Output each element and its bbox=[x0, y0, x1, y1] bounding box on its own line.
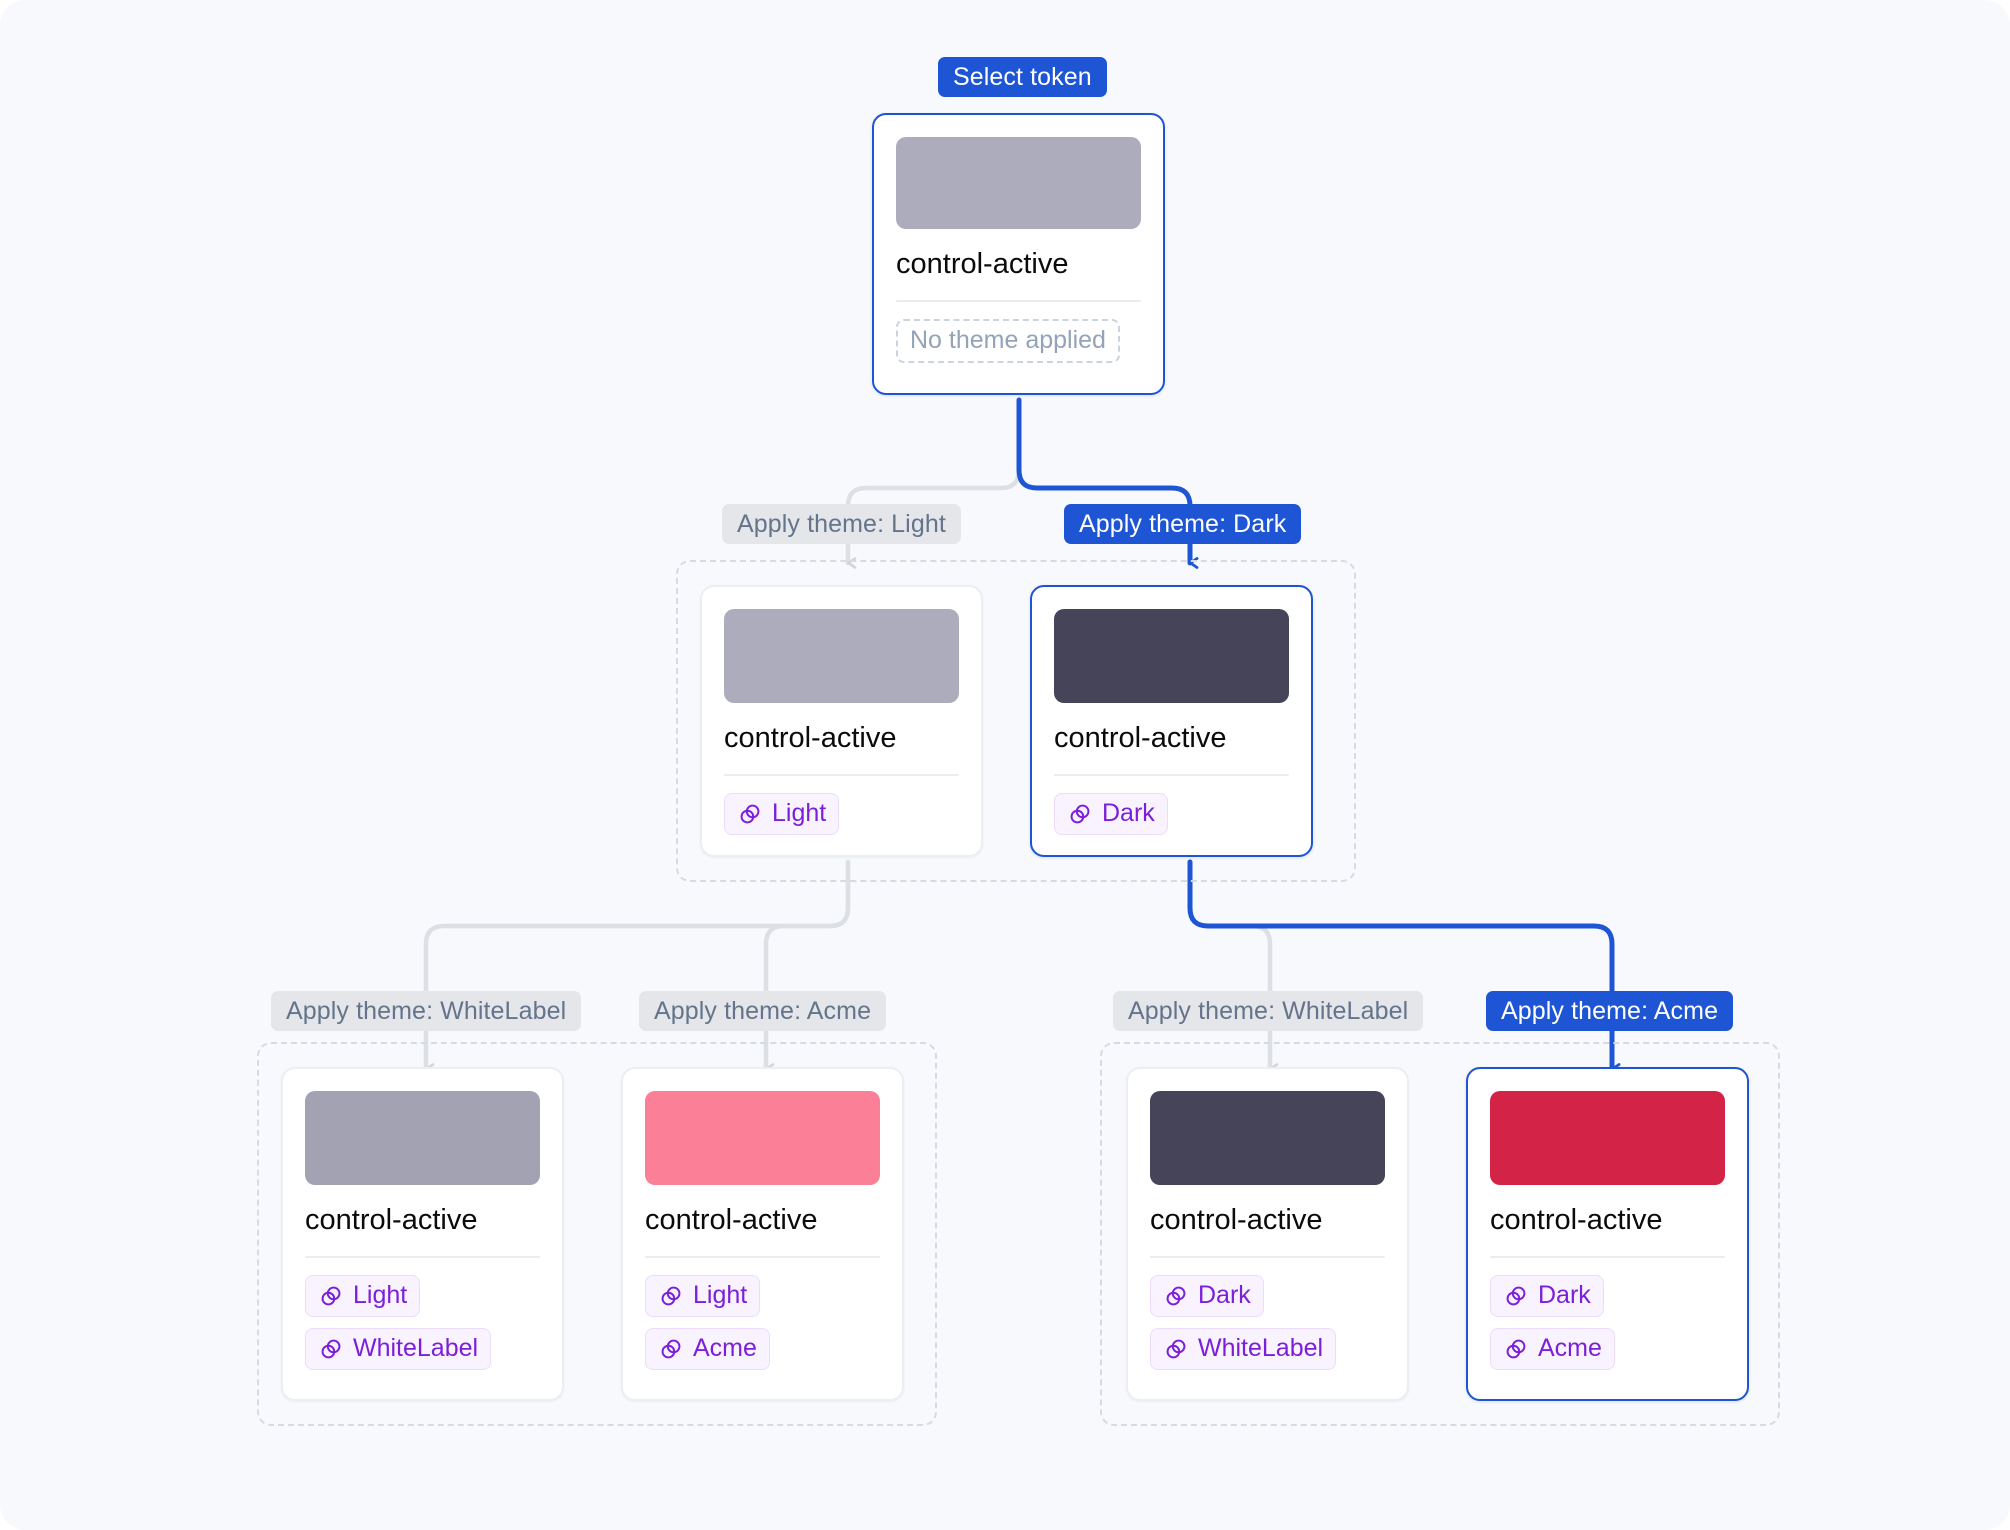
theme-badge-label: Acme bbox=[1538, 1334, 1602, 1363]
edge-dark-to-acme bbox=[1187, 859, 1621, 1075]
color-swatch bbox=[724, 609, 959, 703]
edge-light-to-whitelabel bbox=[423, 859, 851, 1075]
token-card-light[interactable]: control-active Light bbox=[700, 585, 983, 857]
theme-badge-label: Dark bbox=[1538, 1281, 1591, 1310]
action-pill-apply-light[interactable]: Apply theme: Light bbox=[722, 504, 961, 544]
theme-badge-label: Light bbox=[693, 1281, 748, 1310]
overlapping-circles-icon bbox=[661, 1339, 681, 1359]
token-name: control-active bbox=[305, 1204, 478, 1236]
card-divider bbox=[724, 773, 959, 776]
color-swatch bbox=[1490, 1091, 1725, 1185]
overlapping-circles-icon bbox=[661, 1286, 681, 1306]
theme-group-dark-children bbox=[1100, 1042, 1780, 1426]
token-card-dark-whitelabel[interactable]: control-active Dark WhiteLabel bbox=[1126, 1067, 1409, 1401]
card-divider bbox=[896, 299, 1141, 302]
theme-badge-list: Dark bbox=[1054, 792, 1289, 835]
theme-badge-label: Dark bbox=[1102, 799, 1155, 828]
token-name: control-active bbox=[896, 248, 1069, 280]
theme-badge-list: Light WhiteLabel bbox=[305, 1274, 540, 1370]
token-name: control-active bbox=[645, 1204, 818, 1236]
theme-badge[interactable]: Acme bbox=[1490, 1327, 1615, 1370]
color-swatch bbox=[305, 1091, 540, 1185]
theme-badge-label: Dark bbox=[1198, 1281, 1251, 1310]
overlapping-circles-icon bbox=[321, 1339, 341, 1359]
token-card-dark[interactable]: control-active Dark bbox=[1030, 585, 1313, 857]
overlapping-circles-icon bbox=[1506, 1286, 1526, 1306]
card-divider bbox=[1490, 1255, 1725, 1258]
theme-badge[interactable]: Dark bbox=[1490, 1274, 1604, 1317]
theme-badge[interactable]: Dark bbox=[1054, 792, 1168, 835]
token-card-dark-acme[interactable]: control-active Dark Acme bbox=[1466, 1067, 1749, 1401]
token-name: control-active bbox=[1490, 1204, 1663, 1236]
theme-badge[interactable]: Acme bbox=[645, 1327, 770, 1370]
theme-badge[interactable]: Light bbox=[305, 1274, 421, 1317]
card-divider bbox=[1150, 1255, 1385, 1258]
overlapping-circles-icon bbox=[1506, 1339, 1526, 1359]
overlapping-circles-icon bbox=[740, 804, 760, 824]
color-swatch bbox=[1150, 1091, 1385, 1185]
theme-group-light-children bbox=[257, 1042, 937, 1426]
token-card-light-acme[interactable]: control-active Light Acme bbox=[621, 1067, 904, 1401]
token-card-root[interactable]: control-active No theme applied bbox=[872, 113, 1165, 395]
theme-badge-list: No theme applied bbox=[896, 318, 1141, 363]
card-divider bbox=[305, 1255, 540, 1258]
token-name: control-active bbox=[724, 722, 897, 754]
theme-group-light-dark bbox=[676, 560, 1356, 882]
theme-badge-list: Light bbox=[724, 792, 959, 835]
action-pill-light-whitelabel[interactable]: Apply theme: WhiteLabel bbox=[271, 991, 582, 1031]
token-card-light-whitelabel[interactable]: control-active Light WhiteLabel bbox=[281, 1067, 564, 1401]
action-pill-select-token[interactable]: Select token bbox=[938, 57, 1107, 97]
action-pill-dark-acme[interactable]: Apply theme: Acme bbox=[1486, 991, 1734, 1031]
theme-badge-label: WhiteLabel bbox=[1198, 1334, 1324, 1363]
theme-badge[interactable]: WhiteLabel bbox=[1150, 1327, 1337, 1370]
token-name: control-active bbox=[1054, 722, 1227, 754]
color-swatch bbox=[1054, 609, 1289, 703]
edge-dark-to-whitelabel bbox=[1187, 859, 1279, 1075]
card-divider bbox=[1054, 773, 1289, 776]
theme-badge-label: Light bbox=[353, 1281, 408, 1310]
theme-badge[interactable]: Light bbox=[724, 792, 840, 835]
overlapping-circles-icon bbox=[1166, 1286, 1186, 1306]
theme-badge[interactable]: Light bbox=[645, 1274, 761, 1317]
theme-badge-label: Light bbox=[772, 799, 827, 828]
action-pill-dark-whitelabel[interactable]: Apply theme: WhiteLabel bbox=[1113, 991, 1424, 1031]
edge-light-to-acme bbox=[763, 859, 851, 1075]
card-divider bbox=[645, 1255, 880, 1258]
theme-badge-label: Acme bbox=[693, 1334, 757, 1363]
theme-badge-list: Dark Acme bbox=[1490, 1274, 1725, 1370]
token-name: control-active bbox=[1150, 1204, 1323, 1236]
overlapping-circles-icon bbox=[1166, 1339, 1186, 1359]
no-theme-badge: No theme applied bbox=[896, 318, 1120, 363]
theme-badge-list: Dark WhiteLabel bbox=[1150, 1274, 1385, 1370]
theme-badge[interactable]: Dark bbox=[1150, 1274, 1264, 1317]
action-pill-light-acme[interactable]: Apply theme: Acme bbox=[639, 991, 887, 1031]
color-swatch bbox=[896, 137, 1141, 229]
action-pill-apply-dark[interactable]: Apply theme: Dark bbox=[1064, 504, 1302, 544]
theme-badge-list: Light Acme bbox=[645, 1274, 880, 1370]
theme-badge[interactable]: WhiteLabel bbox=[305, 1327, 492, 1370]
overlapping-circles-icon bbox=[321, 1286, 341, 1306]
theme-badge-label: WhiteLabel bbox=[353, 1334, 479, 1363]
color-swatch bbox=[645, 1091, 880, 1185]
overlapping-circles-icon bbox=[1070, 804, 1090, 824]
